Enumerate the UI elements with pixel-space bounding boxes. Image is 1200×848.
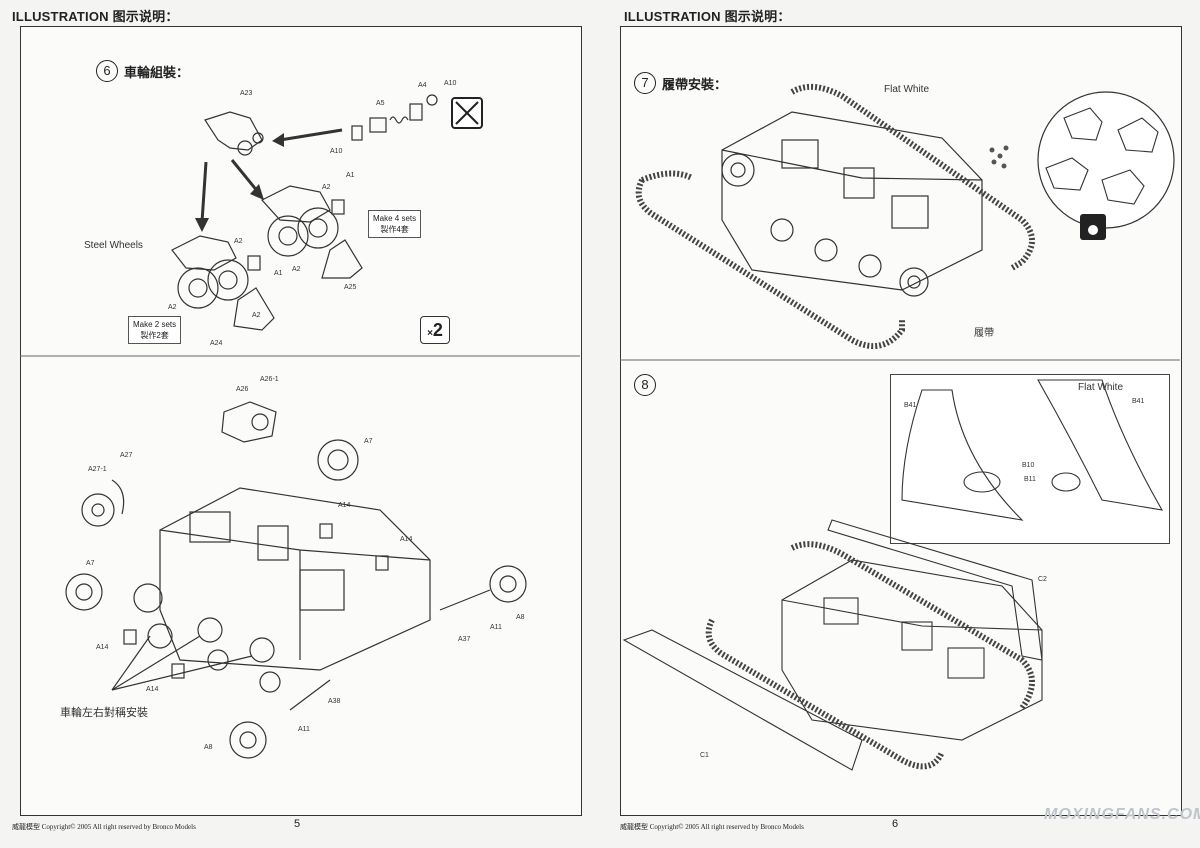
step-6-title: 6 車輪組裝： [96,60,189,82]
part-label: A7 [364,438,373,445]
note-zh: 製作4套 [380,225,409,234]
part-label: B10 [1022,462,1035,469]
part-label: B41 [904,402,917,409]
part-label: A4 [418,82,427,89]
part-label: A1 [346,172,355,179]
part-label: A5 [376,100,385,107]
flat-white-label: Flat White [1078,382,1124,393]
part-label: A37 [458,636,471,643]
part-label: A38 [328,698,341,705]
note-en: Make 2 sets [133,320,177,329]
hull-suspension-drawing [65,401,527,759]
fender-installation-drawing [622,379,1164,771]
multiplier-value: 2 [432,320,443,340]
part-label: A2 [168,304,177,311]
copyright-text: 威龍模型 Copyright© 2005 All right reserved … [620,823,804,831]
page-header: ILLUSTRATION 图示说明： [12,9,179,24]
instruction-page-6: ILLUSTRATION 图示说明： 7 履帶安裝： [602,0,1200,848]
part-label: A8 [516,614,525,621]
part-label: A26 [236,386,249,393]
page-number: 5 [294,818,301,830]
copyright-text: 威龍模型 Copyright© 2005 All right reserved … [12,823,196,831]
part-label: B41 [1132,398,1145,405]
part-label: A11 [490,624,502,631]
part-label: A10 [444,80,457,87]
step-number: 6 [96,60,118,82]
part-label: C2 [1038,576,1047,583]
part-label: A14 [146,686,159,693]
note-zh: 製作2套 [140,331,169,340]
step-title-text: 車輪組裝： [124,64,190,80]
page-number: 6 [892,818,899,830]
symmetric-install-note: 車輪左右對稱安裝 [60,707,148,719]
note-en: Make 4 sets [373,214,417,223]
part-label: B11 [1024,476,1036,483]
watermark: MOXINGFANS.COM [1044,806,1200,823]
part-label: A27-1 [88,466,107,473]
part-label: A2 [292,266,301,273]
page-header: ILLUSTRATION 图示说明： [624,9,791,24]
part-label: A24 [210,340,223,347]
step-number: 8 [634,374,656,396]
part-label: A14 [400,536,413,543]
wheel-assembly-drawing [20,94,580,357]
part-label: A27 [120,452,133,459]
make-2-sets-note: Make 2 sets 製作2套 [128,316,182,344]
flat-white-label: Flat White [884,84,930,95]
instruction-page-5: ILLUSTRATION 图示说明： 6 車輪組裝： [0,0,598,848]
part-label: A2 [322,184,331,191]
track-label: 履帶 [974,328,994,339]
track-installation-drawing [620,83,1180,361]
step-title-text: 履帶安裝： [662,76,728,92]
part-label: A26-1 [260,376,279,383]
part-label: A2 [252,312,261,319]
part-label: A1 [274,270,283,277]
part-label: A14 [338,502,351,509]
step-number: 7 [634,72,656,94]
part-label: A8 [204,744,213,751]
part-label: A11 [298,726,310,733]
step-7-title: 7 履帶安裝： [634,72,727,94]
multiplier-badge: ×2 [420,316,450,344]
part-label: A14 [96,644,109,651]
make-4-sets-note: Make 4 sets 製作4套 [368,210,422,238]
steel-wheels-label: Steel Wheels [84,240,143,251]
detail-inset [890,374,1170,544]
part-label: A10 [330,148,343,155]
part-label: A23 [240,90,253,97]
page-frame [20,26,582,816]
part-label: A7 [86,560,95,567]
part-label: A2 [234,238,243,245]
step-8-title: 8 [634,374,656,396]
part-label: A25 [344,284,357,291]
part-label: C1 [700,752,709,759]
